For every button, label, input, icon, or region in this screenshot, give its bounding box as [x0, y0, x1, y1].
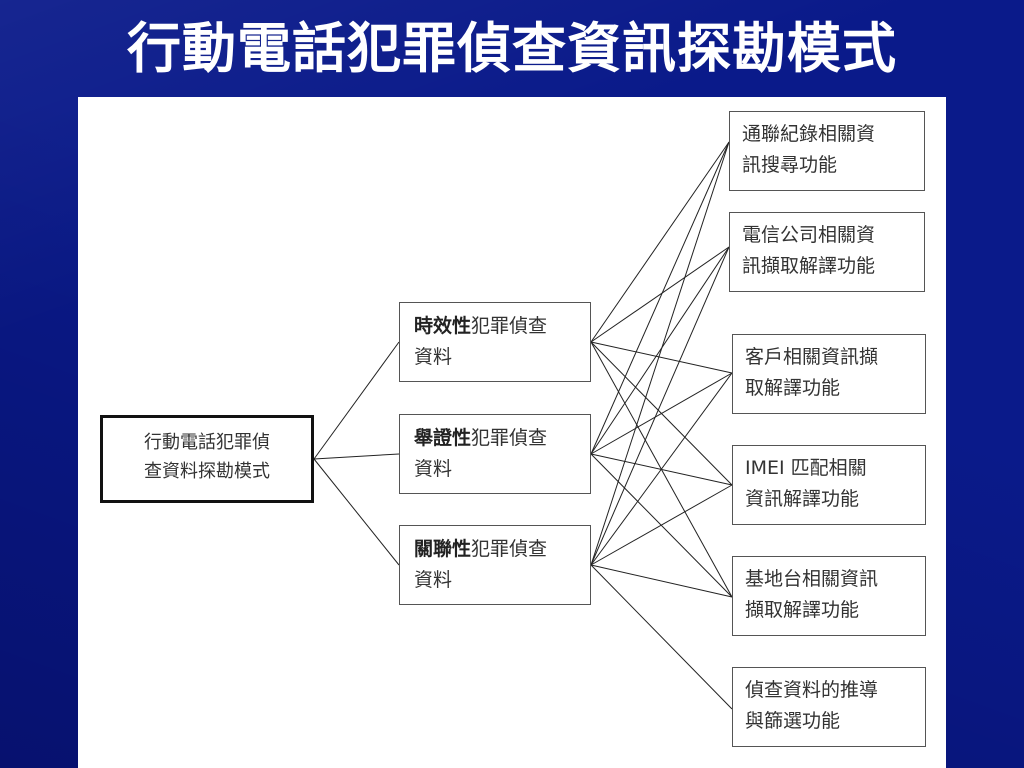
function-node-line2: 與篩選功能 — [745, 710, 841, 732]
function-node-line1: 基地台相關資訊 — [745, 568, 879, 590]
function-node-line2: 訊擷取解譯功能 — [742, 255, 876, 277]
connector-lines — [313, 141, 733, 710]
connector-mid-to-function — [590, 372, 733, 566]
mid-node-association-text: 犯罪偵查 — [471, 538, 548, 560]
mid-node-evidence: 舉證性犯罪偵查 資料 — [399, 414, 591, 494]
connector-mid-to-function — [590, 246, 730, 343]
mid-node-timeliness: 時效性犯罪偵查 資料 — [399, 302, 591, 382]
connector-mid-to-function — [590, 372, 733, 455]
mid-node-evidence-text: 犯罪偵查 — [471, 427, 548, 449]
mid-node-association-line2: 資料 — [414, 569, 453, 591]
connector-mid-to-function — [590, 141, 730, 343]
mid-node-timeliness-keyword: 時效性 — [414, 315, 472, 337]
connector-root-to-mid — [313, 453, 400, 460]
function-node-imei: IMEI 匹配相關 資訊解譯功能 — [732, 445, 926, 525]
function-node-customer: 客戶相關資訊擷 取解譯功能 — [732, 334, 926, 414]
function-node-line2: 取解譯功能 — [745, 377, 841, 399]
connector-mid-to-function — [590, 246, 730, 455]
function-node-base-station: 基地台相關資訊 擷取解譯功能 — [732, 556, 926, 636]
connector-mid-to-function — [590, 564, 733, 598]
mid-node-evidence-keyword: 舉證性 — [414, 427, 472, 449]
diagram-panel: 行動電話犯罪偵 查資料探勘模式 時效性犯罪偵查 資料 舉證性犯罪偵查 資料 關聯… — [78, 97, 946, 768]
function-node-call-records: 通聯紀錄相關資 訊搜尋功能 — [729, 111, 925, 191]
function-node-telecom: 電信公司相關資 訊擷取解譯功能 — [729, 212, 925, 292]
connector-mid-to-function — [590, 341, 733, 374]
connector-mid-to-function — [590, 246, 730, 566]
function-node-line1: 偵查資料的推導 — [745, 679, 879, 701]
mid-node-timeliness-line2: 資料 — [414, 346, 453, 368]
connector-mid-to-function — [590, 141, 730, 455]
connector-mid-to-function — [590, 564, 733, 710]
function-node-inference: 偵查資料的推導 與篩選功能 — [732, 667, 926, 747]
root-node-line2: 查資料探勘模式 — [144, 461, 270, 482]
mid-node-timeliness-text: 犯罪偵查 — [471, 315, 548, 337]
function-node-line1: 電信公司相關資 — [742, 224, 876, 246]
mid-node-association-keyword: 關聯性 — [414, 538, 472, 560]
root-node: 行動電話犯罪偵 查資料探勘模式 — [100, 415, 314, 503]
function-node-line2: 資訊解譯功能 — [745, 488, 860, 510]
function-node-line1: 客戶相關資訊擷 — [745, 346, 879, 368]
function-node-line2: 訊搜尋功能 — [742, 154, 838, 176]
connector-root-to-mid — [313, 458, 400, 566]
mid-node-evidence-line2: 資料 — [414, 458, 453, 480]
root-node-line1: 行動電話犯罪偵 — [144, 432, 270, 453]
function-node-line1: IMEI 匹配相關 — [745, 457, 867, 479]
connector-mid-to-function — [590, 484, 733, 566]
connector-root-to-mid — [313, 341, 400, 460]
connector-mid-to-function — [590, 141, 730, 566]
function-node-line1: 通聯紀錄相關資 — [742, 123, 876, 145]
mid-node-association: 關聯性犯罪偵查 資料 — [399, 525, 591, 605]
function-node-line2: 擷取解譯功能 — [745, 599, 860, 621]
slide-title: 行動電話犯罪偵查資訊探勘模式 — [127, 16, 897, 80]
